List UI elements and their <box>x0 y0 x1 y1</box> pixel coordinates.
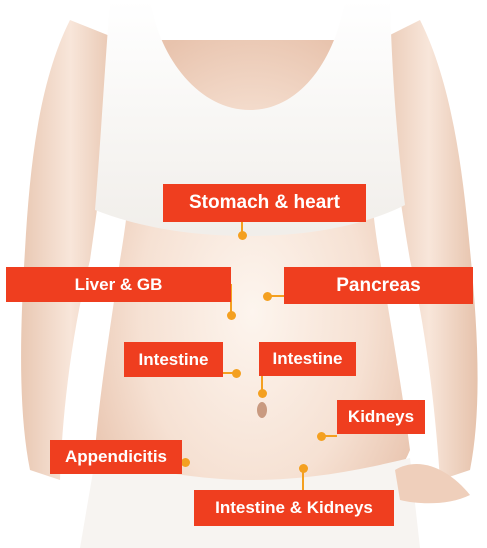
label-stomach-heart: Stomach & heart <box>163 184 366 222</box>
label-intestine-right: Intestine <box>259 342 356 376</box>
label-appendicitis: Appendicitis <box>50 440 182 474</box>
connector-pancreas <box>267 295 285 297</box>
navel <box>257 402 267 418</box>
label-intestine-left: Intestine <box>124 342 223 377</box>
connector-intestine-kidneys <box>302 468 304 490</box>
connector-stomach <box>241 220 243 235</box>
connector-intestine-right <box>261 373 263 393</box>
connector-intestine-left <box>222 372 236 374</box>
label-pancreas: Pancreas <box>284 267 473 304</box>
label-kidneys: Kidneys <box>337 400 425 434</box>
label-intestine-kidneys: Intestine & Kidneys <box>194 490 394 526</box>
connector-kidneys <box>321 435 337 437</box>
label-liver-gb: Liver & GB <box>6 267 231 302</box>
